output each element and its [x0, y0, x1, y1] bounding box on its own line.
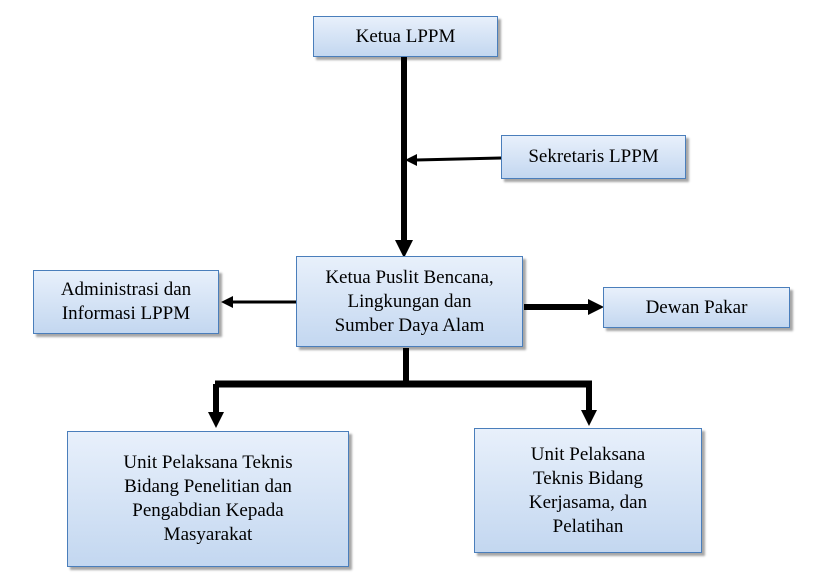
- node-administrasi: Administrasi dan Informasi LPPM: [33, 270, 219, 334]
- connector-sekretaris: [415, 156, 502, 162]
- node-upt-penelitian: Unit Pelaksana Teknis Bidang Penelitian …: [67, 431, 349, 567]
- node-ketua-puslit: Ketua Puslit Bencana, Lingkungan dan Sum…: [296, 256, 523, 347]
- node-sekretaris-lppm: Sekretaris LPPM: [501, 135, 686, 179]
- node-sekretaris-lppm-label: Sekretaris LPPM: [528, 146, 659, 167]
- node-ketua-lppm-label: Ketua LPPM: [355, 25, 456, 47]
- arrowhead-left-administrasi: [221, 296, 233, 308]
- arrowhead-down-right: [581, 410, 597, 426]
- arrowhead-down-puslit: [395, 240, 413, 258]
- node-ketua-puslit-label: Ketua Puslit Bencana, Lingkungan dan Sum…: [325, 266, 494, 336]
- arrowhead-right-dewan-pakar: [588, 299, 604, 315]
- arrowhead-down-left: [208, 412, 224, 428]
- node-upt-penelitian-label: Unit Pelaksana Teknis Bidang Penelitian …: [123, 452, 293, 545]
- node-administrasi-label: Administrasi dan Informasi LPPM: [60, 279, 192, 324]
- node-ketua-lppm: Ketua LPPM: [313, 16, 498, 57]
- node-dewan-pakar: Dewan Pakar: [603, 287, 790, 328]
- node-upt-kerjasama: Unit Pelaksana Teknis Bidang Kerjasama, …: [474, 428, 702, 553]
- node-upt-kerjasama-label: Unit Pelaksana Teknis Bidang Kerjasama, …: [528, 443, 648, 537]
- node-dewan-pakar-label: Dewan Pakar: [645, 296, 748, 318]
- arrowhead-left-sekretaris: [405, 154, 417, 166]
